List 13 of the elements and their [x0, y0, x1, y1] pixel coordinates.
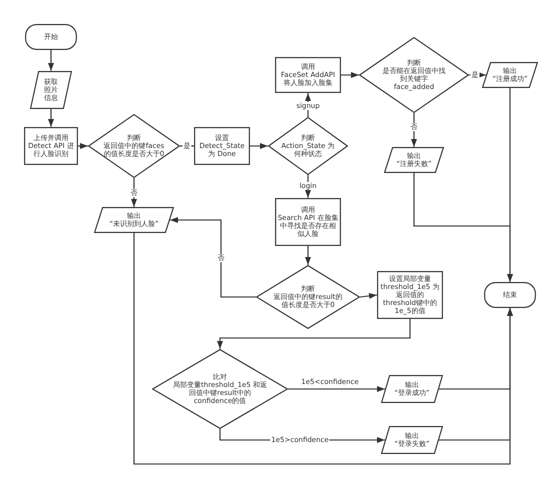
arrow — [217, 319, 411, 349]
arrow — [305, 175, 311, 198]
arrow — [288, 386, 385, 392]
arrow — [413, 173, 513, 282]
arrow — [360, 292, 378, 299]
arrow — [250, 143, 268, 149]
arrow — [305, 246, 311, 265]
arrow — [48, 50, 54, 71]
arrow — [78, 143, 88, 149]
arrow — [133, 233, 513, 465]
arrow — [48, 109, 54, 127]
arrow — [341, 72, 359, 78]
arrow — [170, 217, 256, 298]
